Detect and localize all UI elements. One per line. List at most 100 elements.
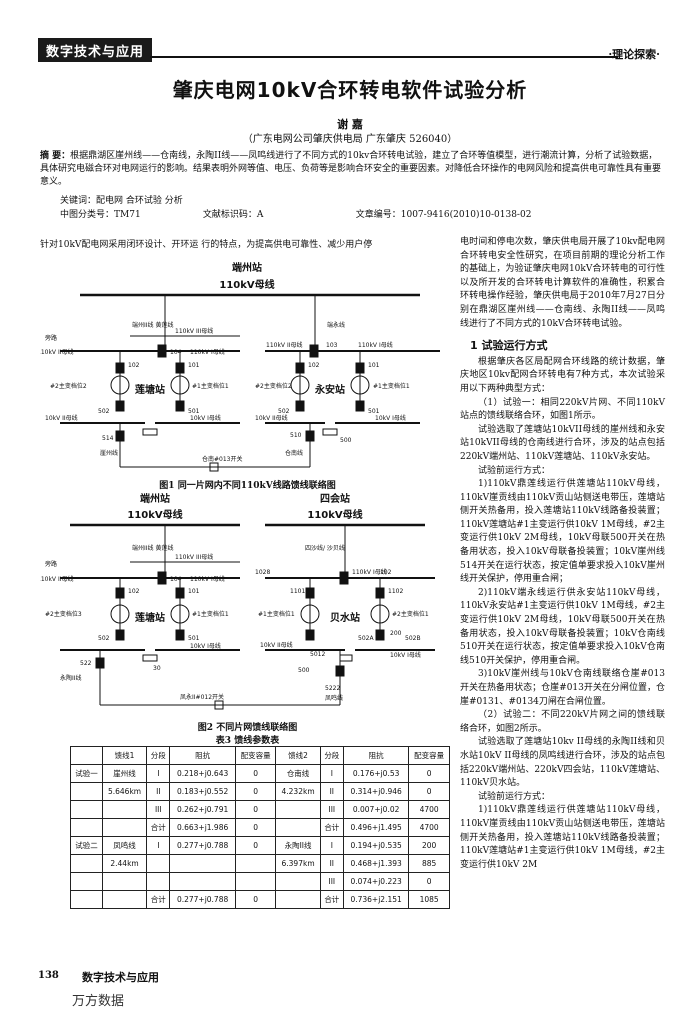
para-9: （2）试验二：不同220kV片网之间的馈线联络合环，如图2所示。 xyxy=(460,710,665,734)
para-2: 根据肇庆各区局配网合环线路的统计数据，肇庆地区10kv配网合环转电有7种方式，本… xyxy=(460,356,665,394)
table-cell: 试验二 xyxy=(70,836,103,855)
section-1-title: 1 试验运行方式 xyxy=(470,339,548,353)
fig2-station-2: 四会站 xyxy=(320,492,350,505)
fig2-label-l102: 102 xyxy=(128,588,140,595)
table-cell: 0 xyxy=(234,836,277,855)
fig2-label-522: 522 xyxy=(80,660,92,667)
table-cell xyxy=(70,800,103,819)
table-cell: II xyxy=(319,782,344,801)
fig1-label-cangnan: 仓南线 xyxy=(285,449,303,457)
table-cell: 0.314+j0.946 xyxy=(342,782,410,801)
fig1-sub-liantang: 莲塘站 xyxy=(135,383,165,396)
fig1-label-103: 103 xyxy=(326,342,338,349)
fig1-label-510: 510 xyxy=(290,432,302,439)
para-4: 试验选取了莲塘站10kVII母线的崖州线和永安站10kVII母线的仓南线进行合环… xyxy=(460,424,665,462)
fig2-station-1: 端州站 xyxy=(140,492,170,505)
fig1-label-r-bus2: 110kV II母线 xyxy=(266,341,302,349)
table-cell: 6.397km xyxy=(275,854,321,873)
fig2-label-sibei: 四沙线/ 沙贝线 xyxy=(305,544,345,552)
fig1-station: 端州站 xyxy=(232,261,262,274)
para-3: （1）试验一：相同220kV片网、不同110kV站点的馈线联络合环，如图1所示。 xyxy=(460,397,665,422)
fig2-label-fengming: 凤鸣线 xyxy=(325,694,343,702)
fig1-label-l-t1: #1主变档位1 xyxy=(192,382,229,390)
table-cell xyxy=(275,818,321,837)
fig2-label-5012: 5012 xyxy=(310,651,325,658)
fig1-label-r101: 101 xyxy=(368,362,380,369)
fig1-label-r502: 502 xyxy=(278,408,290,415)
table-cell: 试验一 xyxy=(70,764,103,783)
table-cell: 合计 xyxy=(146,818,171,837)
fig2-label-501: 501 xyxy=(188,635,200,642)
fig1-caption: 图1 同一片网内不同110kV线路馈线联络图 xyxy=(159,481,336,491)
fig1-label-l10kv2: 10kV II母线 xyxy=(45,414,78,422)
fig2-label-bus2: 110kV II母线 xyxy=(40,575,73,583)
table-cell: II xyxy=(146,782,171,801)
fig2-label-r10kv1: 10kV I母线 xyxy=(390,651,421,659)
table-cell: I xyxy=(319,764,344,783)
fig2-label-502b: 502B xyxy=(405,635,421,642)
fig2-bus-1: 110kV母线 xyxy=(127,508,182,521)
fig2-label-lines: 端州II线 黄莲线 xyxy=(132,544,173,552)
fig2-label-l-t2: #2主变档位3 xyxy=(45,610,82,618)
table-cell xyxy=(70,854,103,873)
table-cell: 0 xyxy=(408,782,450,801)
table-cell: III xyxy=(319,872,344,891)
table-cell: 0 xyxy=(234,782,277,801)
fig2-label-r-bus1: 102 xyxy=(380,569,392,576)
table-header-cell: 分段 xyxy=(146,746,171,765)
fig2-label-r-t2: #2主变档位1 xyxy=(392,610,429,618)
fig1-label-l10kv1: 10kV I母线 xyxy=(190,414,221,422)
fig1-label-104: 104 xyxy=(170,349,182,356)
fig2-sub-beishui: 贝水站 xyxy=(330,611,360,624)
table-cell xyxy=(70,818,103,837)
table-cell: 0.262+j0.791 xyxy=(169,800,236,819)
table-cell: 0.218+j0.643 xyxy=(169,764,236,783)
table-cell: 2.44km xyxy=(101,854,148,873)
para-12: 1)110kV鼎莲线运行供莲塘站110kV母线，110kV崖贡线由110kV贡山… xyxy=(460,805,665,870)
fig2-label-bus3: 110kV III母线 xyxy=(175,553,213,561)
fig2-label-502a: 502A xyxy=(358,635,374,642)
table-cell: 0.736+j2.151 xyxy=(342,890,410,909)
fig1-label-l-t2: #2主变档位2 xyxy=(50,382,87,390)
fig2-label-l101: 101 xyxy=(188,588,200,595)
table-cell: 合计 xyxy=(319,818,344,837)
fig1-label-bus3: 110kV III母线 xyxy=(175,327,213,335)
header-rule xyxy=(150,56,618,58)
table-cell: 0.074+j0.223 xyxy=(342,872,410,891)
table-cell: 885 xyxy=(408,854,450,873)
fig2-label-1028: 110kV I母线 xyxy=(352,568,387,576)
fig2-label-1101: 1101 xyxy=(290,588,305,595)
fig2-label-l10kv1: 10kV I母线 xyxy=(190,642,221,650)
table-cell: 4700 xyxy=(408,818,450,837)
fig2-caption: 图2 不同片网馈线联络图 xyxy=(197,723,298,733)
table-cell xyxy=(275,872,321,891)
abstract-label: 摘 要： xyxy=(40,151,71,161)
fig1-label-bus2: 110kV II母线 xyxy=(40,348,73,356)
fig1-bus: 110kV母线 xyxy=(219,278,274,291)
section-tag: ·理论探索· xyxy=(608,48,660,61)
para-intro-cont: 电时间和停电次数，肇庆供电局开展了10kv配电网合环转电安全性研究，在项目前期的… xyxy=(460,237,665,329)
fig1-label-l102: 102 xyxy=(128,362,140,369)
table-header-row: 馈线1 分段 阻抗 配变容量 馈线2 分段 阻抗 配变容量 xyxy=(70,746,450,765)
article-title: 肇庆电网10kV合环转电软件试验分析 xyxy=(172,78,528,102)
doc-code: 文献标识码：A xyxy=(202,210,264,220)
table-cell xyxy=(70,890,103,909)
fig1-label-514: 514 xyxy=(102,435,114,442)
table-cell xyxy=(101,890,148,909)
figure-1-diagram: 端州站 110kV母线 旁路 端州II线 黄莲线 110kV III母线 110… xyxy=(40,261,440,472)
table-cell xyxy=(70,782,103,801)
fig2-label-200: 200 xyxy=(390,630,402,637)
classification-line: 中图分类号：TM71 文献标识码：A 文章编号：1007-9416(2010)1… xyxy=(60,207,620,220)
article-number: 文章编号：1007-9416(2010)10-0138-02 xyxy=(355,210,532,220)
para-7: 2)110kV端永线运行供永安站110kV母线，110kV永安站#1主变运行供1… xyxy=(460,587,665,666)
table-cell: 0 xyxy=(234,800,277,819)
fig1-label-r10kv2: 10kV II母线 xyxy=(255,414,288,422)
table-cell: 合计 xyxy=(146,890,171,909)
table-cell: 0 xyxy=(408,872,450,891)
table-cell: 0.007+j0.02 xyxy=(342,800,410,819)
table-cell xyxy=(101,818,148,837)
